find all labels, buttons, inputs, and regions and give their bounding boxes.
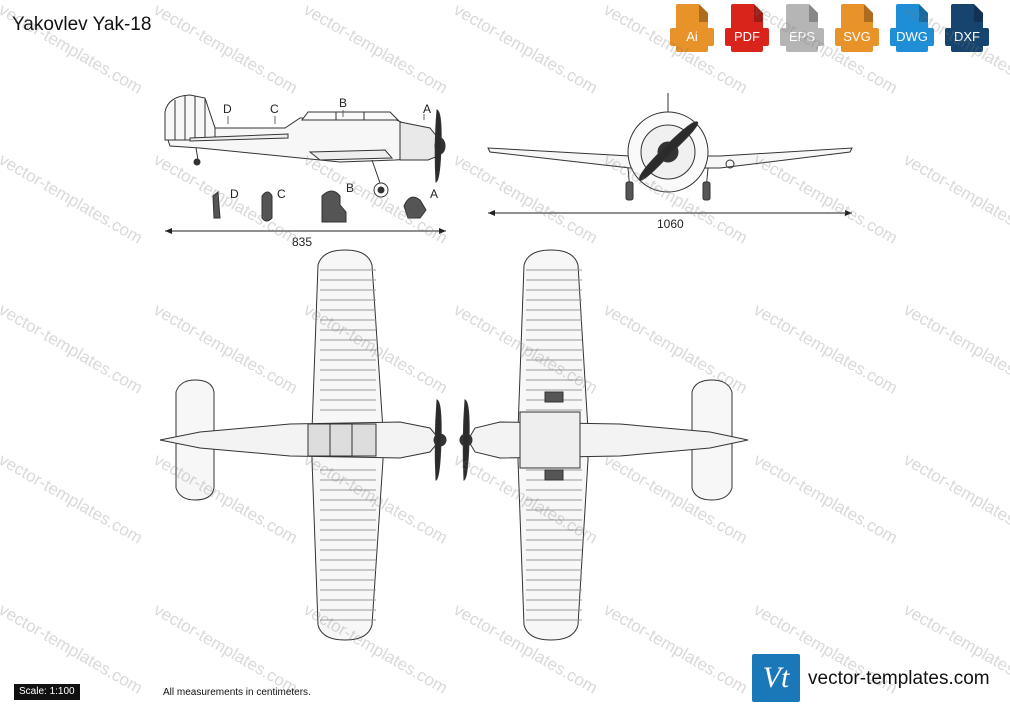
- file-fold: [974, 4, 983, 22]
- side-canopy: [301, 111, 400, 121]
- section-label-c: C: [277, 187, 286, 201]
- dxf-file-icon[interactable]: DXF: [945, 4, 989, 52]
- section-b-profile: [321, 190, 347, 223]
- file-fold: [919, 4, 928, 22]
- file-fold: [754, 4, 763, 22]
- site-logo[interactable]: Vt: [752, 654, 800, 702]
- file-fold: [864, 4, 873, 22]
- pdf-file-icon[interactable]: PDF: [725, 4, 769, 52]
- section-label-b: B: [346, 181, 354, 195]
- eps-file-icon[interactable]: EPS: [780, 4, 824, 52]
- dwg-file-icon[interactable]: DWG: [890, 4, 934, 52]
- section-label-d: D: [230, 187, 239, 201]
- page-title: Yakovlev Yak-18: [12, 14, 152, 35]
- section-mark-a: A: [423, 102, 431, 116]
- format-label: EPS: [780, 28, 824, 46]
- scale-badge: Scale: 1:100: [14, 684, 80, 700]
- format-label: PDF: [725, 28, 769, 46]
- section-mark-c: C: [270, 102, 279, 116]
- front-propeller: [639, 121, 699, 181]
- measurement-note: All measurements in centimeters.: [163, 687, 311, 698]
- section-mark-d: D: [223, 102, 232, 116]
- section-c-profile: [261, 191, 273, 222]
- file-fold: [699, 4, 708, 22]
- top-view: [159, 249, 447, 641]
- site-name[interactable]: vector-templates.com: [808, 668, 990, 689]
- format-label: DXF: [945, 28, 989, 46]
- side-tail-fin: [164, 94, 216, 141]
- section-d-profile: [212, 191, 221, 219]
- section-label-a: A: [430, 187, 438, 201]
- format-label: DWG: [890, 28, 934, 46]
- format-label: SVG: [835, 28, 879, 46]
- span-dimension-value: 1060: [657, 217, 684, 231]
- section-a-profile: [403, 196, 427, 219]
- bottom-view: [459, 249, 749, 641]
- top-canopy: [307, 423, 377, 457]
- section-mark-b: B: [339, 96, 347, 110]
- format-label: Ai: [670, 28, 714, 46]
- front-view: [487, 93, 853, 216]
- ai-file-icon[interactable]: Ai: [670, 4, 714, 52]
- svg-file-icon[interactable]: SVG: [835, 4, 879, 52]
- side-view: [164, 94, 446, 234]
- file-fold: [809, 4, 818, 22]
- side-propeller: [434, 109, 442, 183]
- length-dimension-value: 835: [292, 235, 312, 249]
